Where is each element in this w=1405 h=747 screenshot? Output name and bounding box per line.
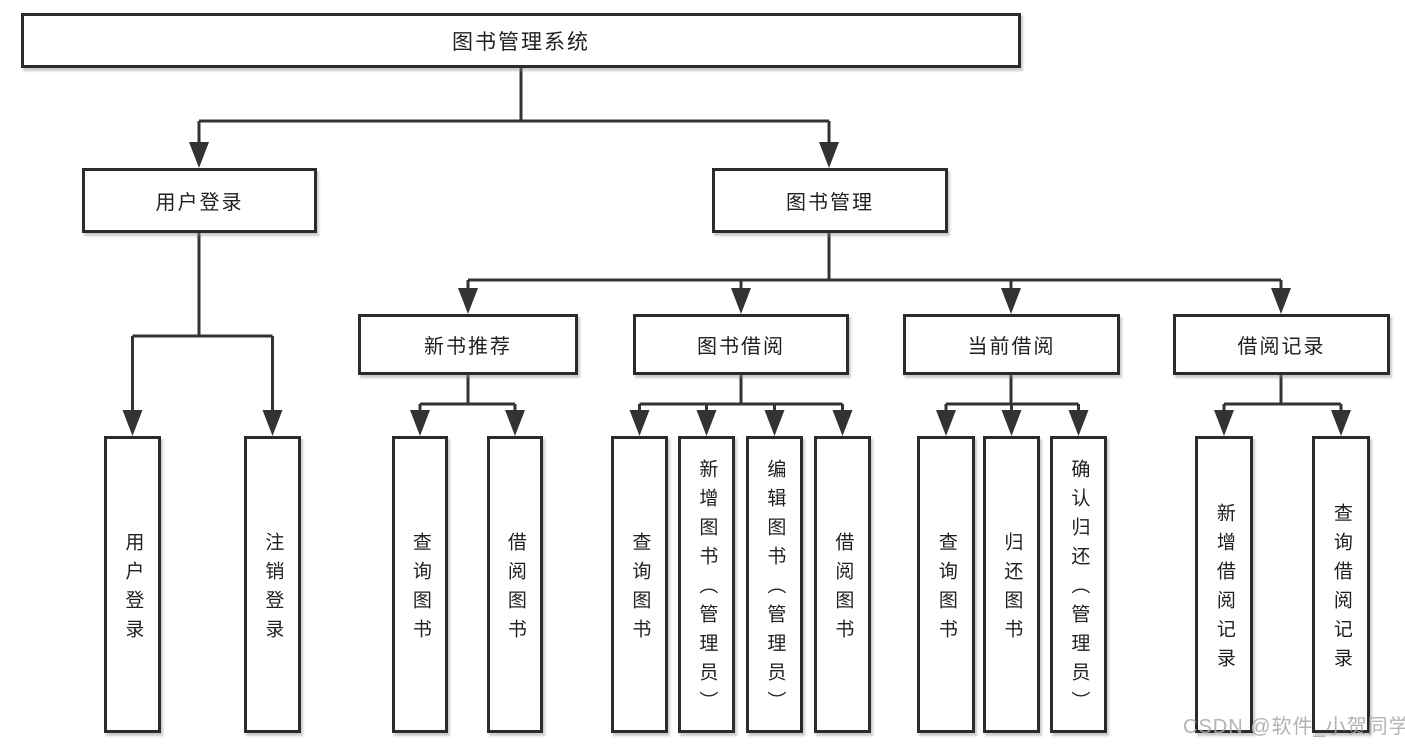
node-label: 图书借阅	[697, 336, 785, 358]
leaf-return-books: 归还图书	[983, 436, 1040, 733]
node-label: 用户登录	[155, 192, 244, 214]
node-user-login: 用户登录	[82, 168, 317, 233]
leaf-confirm-return-admin: 确认归还（管理员）	[1050, 436, 1107, 733]
node-label: 归还图书	[1001, 531, 1023, 648]
leaf-logout: 注销登录	[244, 436, 301, 733]
node-label: 查询图书	[409, 531, 431, 648]
node-book-borrow: 图书借阅	[633, 314, 849, 375]
node-book-management: 图书管理	[712, 168, 948, 233]
node-label: 借阅记录	[1237, 336, 1326, 358]
leaf-query-books-current: 查询图书	[917, 436, 975, 733]
leaf-user-login: 用户登录	[104, 436, 161, 733]
node-label: 查询图书	[629, 531, 651, 648]
connector-borrow-record-to-leaves	[1222, 375, 1343, 414]
node-label: 编辑图书（管理员）	[764, 459, 786, 720]
arrowheads	[122, 142, 1351, 436]
node-label: 当前借阅	[967, 336, 1056, 358]
connector-user-login-to-leaves	[131, 233, 274, 414]
leaf-add-books-admin: 新增图书（管理员）	[678, 436, 735, 733]
leaf-borrow-books: 借阅图书	[814, 436, 871, 733]
node-current-borrow: 当前借阅	[903, 314, 1120, 375]
node-label: 借阅图书	[504, 531, 526, 648]
node-label: 确认归还（管理员）	[1068, 459, 1090, 720]
node-label: 查询借阅记录	[1330, 502, 1352, 677]
leaf-add-borrow-record: 新增借阅记录	[1195, 436, 1253, 733]
node-label: 图书管理系统	[452, 30, 590, 54]
node-label: 借阅图书	[832, 531, 854, 648]
node-library-management-system: 图书管理系统	[21, 13, 1021, 68]
connector-root-to-level1	[197, 68, 831, 146]
connector-book-mgmt-to-level2	[466, 233, 1283, 292]
leaf-query-borrow-record: 查询借阅记录	[1312, 436, 1370, 733]
leaf-query-books-recommend: 查询图书	[392, 436, 448, 733]
node-label: 新书推荐	[424, 336, 512, 358]
leaf-query-books-borrow: 查询图书	[611, 436, 668, 733]
node-label: 新增图书（管理员）	[696, 459, 718, 720]
leaf-edit-books-admin: 编辑图书（管理员）	[746, 436, 803, 733]
connector-current-borrow-to-leaves	[944, 375, 1080, 414]
node-label: 图书管理	[786, 192, 874, 214]
node-new-book-recommend: 新书推荐	[358, 314, 578, 375]
node-borrow-record: 借阅记录	[1173, 314, 1390, 375]
node-label: 新增借阅记录	[1213, 502, 1235, 677]
connector-new-book-to-leaves	[418, 375, 517, 414]
csdn-watermark: CSDN @软件_小贺同学	[1183, 716, 1405, 738]
leaf-borrow-books-recommend: 借阅图书	[487, 436, 543, 733]
node-label: 注销登录	[262, 531, 284, 648]
node-label: 用户登录	[122, 531, 144, 648]
node-label: 查询图书	[935, 531, 957, 648]
connector-book-borrow-to-leaves	[638, 375, 844, 414]
